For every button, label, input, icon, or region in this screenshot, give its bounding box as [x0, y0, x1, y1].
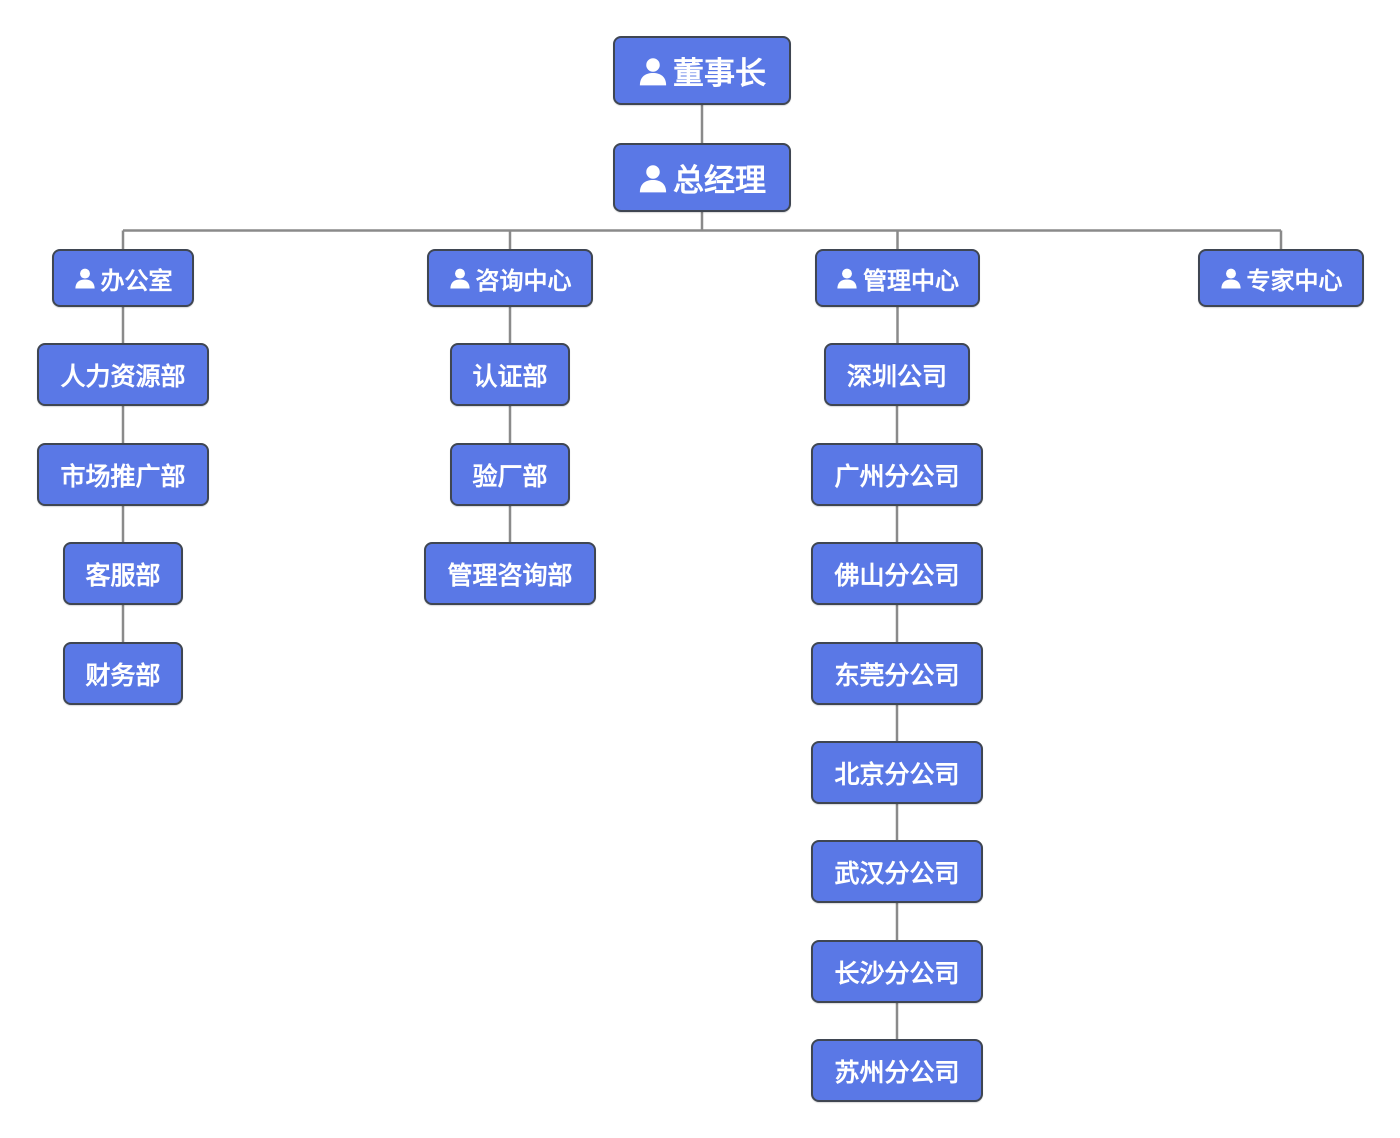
node-label: 认证部 [472, 361, 548, 391]
person-icon [74, 267, 96, 289]
node-label: 专家中心 [1246, 266, 1343, 295]
node-factory-audit[interactable]: 验厂部 [450, 443, 570, 506]
node-label: 咨询中心 [475, 266, 572, 295]
node-label: 总经理 [673, 163, 766, 199]
node-certification[interactable]: 认证部 [450, 343, 570, 406]
node-suzhou[interactable]: 苏州分公司 [811, 1039, 983, 1102]
person-icon [449, 267, 471, 289]
node-consulting-center[interactable]: 咨询中心 [427, 249, 593, 307]
node-label: 管理中心 [863, 266, 959, 295]
node-customer-service[interactable]: 客服部 [63, 542, 183, 605]
node-label: 广州分公司 [834, 461, 960, 491]
node-mgmt-consulting[interactable]: 管理咨询部 [424, 542, 596, 605]
node-guangzhou[interactable]: 广州分公司 [811, 443, 983, 506]
node-label: 董事长 [673, 56, 766, 92]
node-label: 苏州分公司 [834, 1057, 960, 1087]
node-office[interactable]: 办公室 [52, 249, 194, 307]
person-icon [638, 163, 668, 193]
node-general-manager[interactable]: 总经理 [613, 143, 791, 212]
node-dongguan[interactable]: 东莞分公司 [811, 642, 983, 705]
node-label: 验厂部 [472, 461, 548, 491]
node-label: 北京分公司 [834, 759, 960, 789]
node-marketing[interactable]: 市场推广部 [37, 443, 209, 506]
node-label: 人力资源部 [60, 361, 186, 391]
node-label: 东莞分公司 [834, 660, 960, 690]
person-icon [638, 56, 668, 86]
node-label: 客服部 [85, 560, 161, 590]
node-finance[interactable]: 财务部 [63, 642, 183, 705]
node-label: 办公室 [100, 266, 173, 295]
node-label: 长沙分公司 [834, 958, 960, 988]
node-management-center[interactable]: 管理中心 [815, 249, 980, 307]
node-label: 市场推广部 [60, 461, 186, 491]
node-chairman[interactable]: 董事长 [613, 36, 791, 105]
node-expert-center[interactable]: 专家中心 [1198, 249, 1364, 307]
node-changsha[interactable]: 长沙分公司 [811, 940, 983, 1003]
node-label: 财务部 [85, 660, 161, 690]
node-wuhan[interactable]: 武汉分公司 [811, 840, 983, 903]
person-icon [836, 267, 858, 289]
node-label: 管理咨询部 [447, 560, 573, 590]
node-hr[interactable]: 人力资源部 [37, 343, 209, 406]
node-foshan[interactable]: 佛山分公司 [811, 542, 983, 605]
node-label: 深圳公司 [846, 361, 947, 391]
node-label: 武汉分公司 [834, 858, 960, 888]
person-icon [1220, 267, 1242, 289]
node-shenzhen[interactable]: 深圳公司 [824, 343, 970, 406]
node-beijing[interactable]: 北京分公司 [811, 741, 983, 804]
node-label: 佛山分公司 [834, 560, 960, 590]
